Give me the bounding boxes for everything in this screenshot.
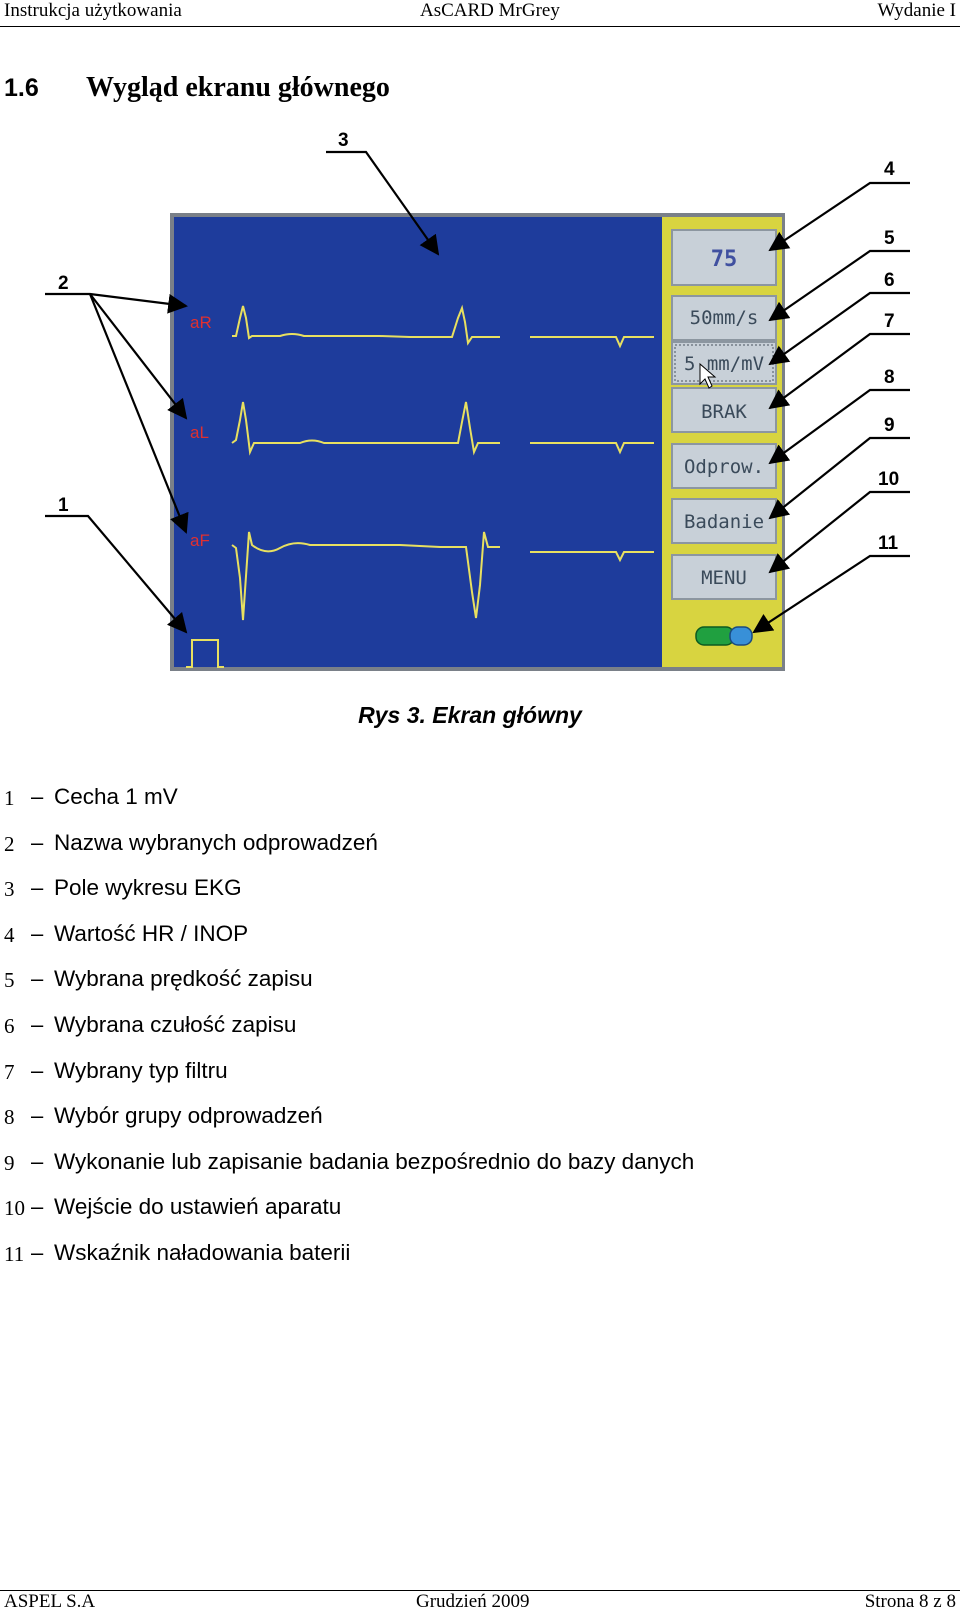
footer-date: Grudzień 2009 [416,1591,530,1612]
leads-button[interactable]: Odprow. [671,443,777,489]
legend-item-dash: – [31,966,44,992]
legend-item-number: 10 [4,1196,25,1221]
legend-item-number: 9 [4,1150,15,1175]
legend-item-dash: – [31,1148,44,1174]
hr-value: 75 [711,247,738,272]
callout-11: 11 [878,533,899,554]
lead-label-aF: aF [190,531,210,550]
ekg-trace-aR [232,304,654,349]
lead-label-aL: aL [190,423,209,442]
mouse-pointer-icon [699,362,717,389]
menu-button[interactable]: MENU [671,554,777,600]
callout-5: 5 [884,228,895,249]
legend-item-dash: – [31,784,44,809]
callout-9: 9 [884,415,895,436]
exam-button[interactable]: Badanie [671,498,777,544]
callout-1: 1 [58,495,69,516]
footer-company: ASPEL S.A [4,1591,96,1612]
section-title: Wygląd ekranu głównego [86,72,390,103]
ekg-traces [186,304,654,668]
legend-item-text: Wybór grupy odprowadzeń [54,1103,323,1129]
legend-item-text: Wskaźnik naładowania baterii [54,1239,351,1265]
legend-item-number: 11 [4,1241,25,1266]
legend-item-dash: – [31,829,44,855]
figure-caption: Rys 3. Ekran główny [0,702,960,729]
menu-button-label: MENU [701,567,747,589]
callout-3: 3 [338,130,349,151]
ekg-trace-aL [231,401,654,456]
section-heading: 1.6 Wygląd ekranu głównego [4,72,390,104]
legend-item-text: Nazwa wybranych odprowadzeń [54,829,378,855]
battery-icon [695,626,753,646]
main-screen-figure: aR aL aF 75 50mm/s 5 mm/mV BRAK Odprow. … [45,130,910,671]
callout-10: 10 [878,469,899,490]
figure-caption-text: Rys 3. Ekran główny [358,702,582,728]
legend-item-dash: – [31,1239,44,1265]
legend-item-number: 2 [4,831,15,856]
callout-6: 6 [884,270,895,291]
legend-item-number: 6 [4,1013,15,1038]
legend-item-number: 3 [4,877,15,902]
section-number: 1.6 [4,74,39,102]
header-edition: Wydanie I [877,0,956,21]
page-header: Instrukcja użytkowania AsCARD MrGrey Wyd… [0,0,960,27]
legend-item-text: Wykonanie lub zapisanie badania bezpośre… [54,1148,695,1174]
speed-label: 50mm/s [690,307,759,329]
legend-item-text: Wybrany typ filtru [54,1057,228,1083]
ekg-trace-aF [231,531,654,621]
callout-7: 7 [884,311,895,332]
legend-item-dash: – [31,1103,44,1129]
legend-item-text: Pole wykresu EKG [54,875,242,901]
legend-item-number: 8 [4,1105,15,1130]
legend-item-dash: – [31,920,44,946]
legend-item-text: Wybrana prędkość zapisu [54,966,313,992]
callout-2: 2 [58,273,69,294]
callout-4: 4 [884,159,895,180]
filter-label: BRAK [701,401,747,423]
callout-lines [45,150,910,634]
filter-button[interactable]: BRAK [671,387,777,433]
legend-item-number: 4 [4,922,15,947]
header-product: AsCARD MrGrey [420,0,560,21]
exam-button-label: Badanie [684,511,764,533]
legend-item-text: Wejście do ustawień aparatu [54,1194,342,1220]
legend-item-text: Wartość HR / INOP [54,920,249,946]
sensitivity-button[interactable]: 5 mm/mV [671,341,777,385]
legend-item-text: Wybrana czułość zapisu [54,1011,297,1037]
legend-item-number: 1 [4,786,15,810]
legend-item-dash: – [31,1057,44,1083]
cal-pulse-1mv [186,639,224,668]
legend-item-text: Cecha 1 mV [54,784,178,809]
sensitivity-label: 5 mm/mV [684,353,764,375]
lead-label-aR: aR [190,313,212,332]
header-doc-type: Instrukcja użytkowania [4,0,182,21]
callout-8: 8 [884,367,895,388]
speed-button[interactable]: 50mm/s [671,295,777,341]
legend-item-dash: – [31,875,44,901]
page-footer: ASPEL S.A Grudzień 2009 Strona 8 z 8 [0,1590,960,1614]
legend-item-number: 5 [4,968,15,993]
footer-page-number: Strona 8 z 8 [864,1591,956,1612]
legend-item-number: 7 [4,1059,15,1084]
hr-display: 75 [671,229,777,286]
legend-item-dash: – [31,1011,44,1037]
leads-button-label: Odprow. [684,456,764,478]
legend-item-dash: – [31,1194,44,1220]
